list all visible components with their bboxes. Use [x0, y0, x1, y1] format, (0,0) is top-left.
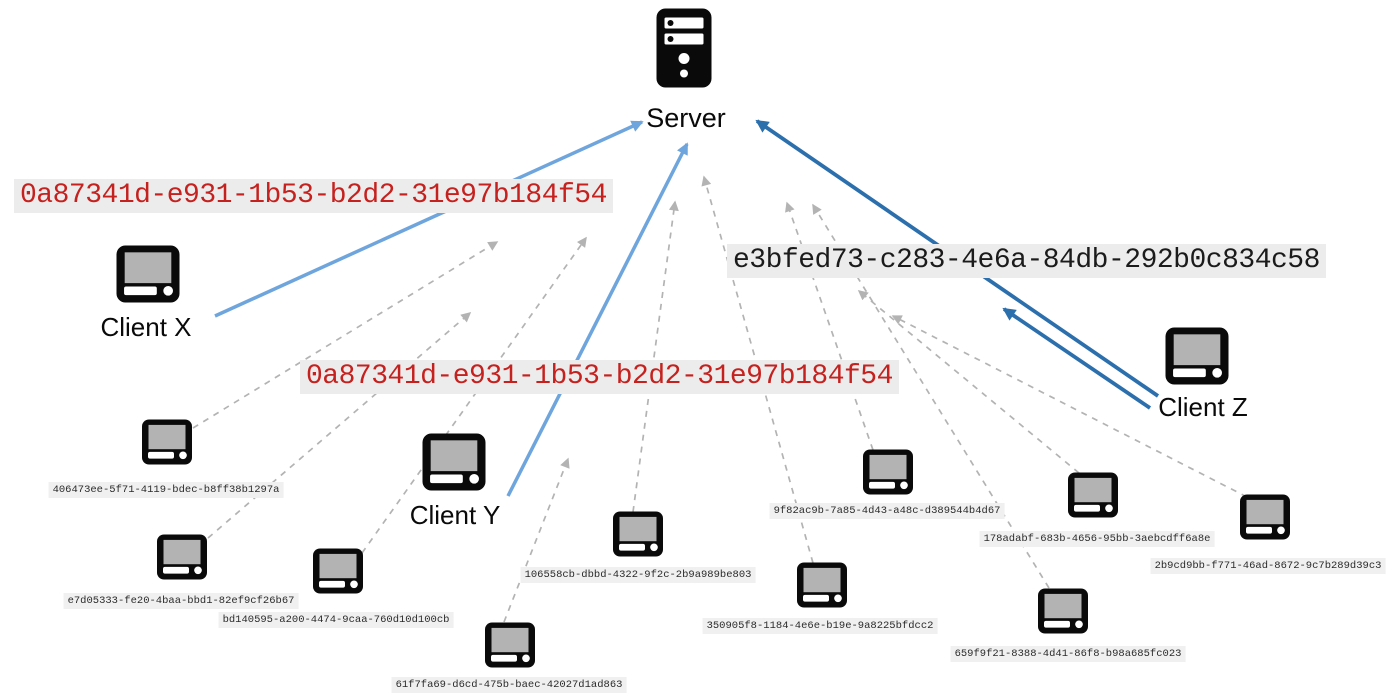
anonymous-client-icon [157, 534, 207, 580]
arrow-client-z-repeat [1002, 307, 1152, 410]
client-z-icon [1165, 327, 1229, 385]
anonymous-client-icon [485, 622, 535, 668]
dashed-sync-arrow [785, 201, 874, 451]
arrow-client-y-to-server [506, 142, 689, 497]
anonymous-client-icon [863, 449, 913, 495]
arrow-client-z-to-server [755, 119, 1160, 398]
solid-arrows-layer [214, 119, 1160, 497]
anonymous-client-icon [613, 511, 663, 557]
anonymous-client-icon [1240, 494, 1290, 540]
dashed-sync-arrow [632, 200, 679, 513]
dashed-sync-arrow [192, 241, 499, 429]
anonymous-client-icon [1038, 588, 1088, 634]
client-x-icon [116, 245, 180, 303]
dashed-sync-arrow [701, 175, 814, 564]
server-icon [656, 8, 712, 88]
icons-layer [116, 8, 1290, 668]
arrow-client-x-to-server [214, 120, 644, 318]
client-y-icon [422, 433, 486, 491]
dashed-sync-arrow [207, 312, 472, 539]
anonymous-client-icon [797, 562, 847, 608]
anonymous-client-icon [1068, 472, 1118, 518]
anonymous-client-icon [313, 548, 363, 594]
anonymous-client-icon [142, 419, 192, 465]
dashed-sync-arrow [812, 203, 1050, 589]
dashed-sync-arrow [361, 236, 587, 554]
dashed-sync-arrow [503, 457, 570, 623]
